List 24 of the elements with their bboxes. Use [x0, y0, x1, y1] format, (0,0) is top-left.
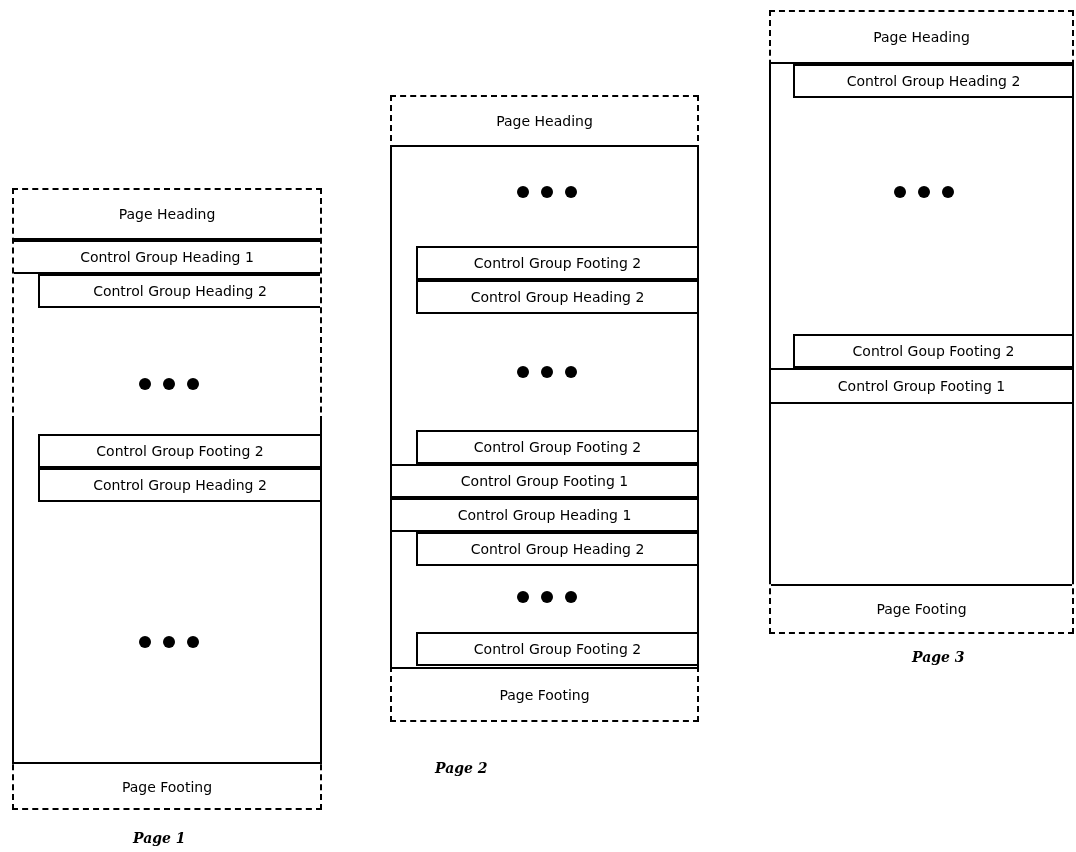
group-band: Control Goup Footing 2 [793, 334, 1072, 368]
group-band: Control Group Heading 1 [14, 240, 320, 274]
page-frame [390, 95, 699, 722]
group-band: Control Group Footing 2 [416, 246, 697, 280]
group-band: Control Group Footing 2 [416, 430, 697, 464]
page-caption: Page 3 [912, 649, 965, 665]
group-band: Control Group Heading 2 [793, 64, 1072, 98]
group-band: Control Group Footing 1 [392, 464, 697, 498]
page-frame [769, 10, 1074, 634]
group-band: Control Group Heading 2 [416, 532, 697, 566]
page-frame [12, 188, 322, 810]
group-band: Control Group Heading 2 [416, 280, 697, 314]
page-footing-band: Page Footing [392, 667, 697, 720]
group-band: Control Group Heading 1 [392, 498, 697, 532]
group-band: Control Group Footing 1 [771, 368, 1072, 404]
group-band: Control Group Footing 2 [38, 434, 320, 468]
page-caption: Page 1 [133, 830, 186, 846]
page-caption: Page 2 [435, 760, 488, 776]
page-footing-band: Page Footing [771, 584, 1072, 632]
group-band: Control Group Heading 2 [38, 468, 320, 502]
page-footing-band: Page Footing [14, 762, 320, 810]
group-band: Control Group Footing 2 [416, 632, 697, 666]
group-band: Control Group Heading 2 [38, 274, 320, 308]
page-heading-band: Page Heading [392, 97, 697, 147]
